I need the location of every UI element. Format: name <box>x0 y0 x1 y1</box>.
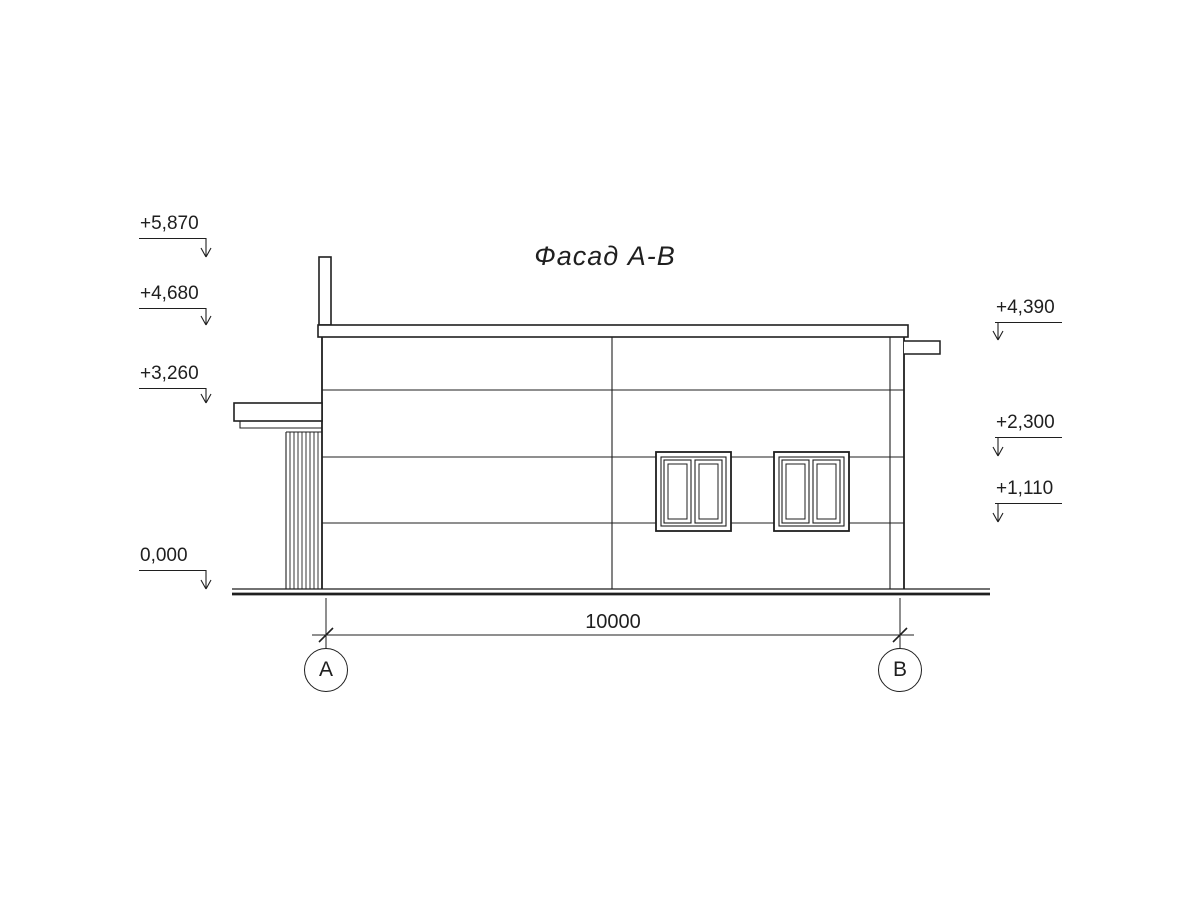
canopy <box>233 402 323 589</box>
drawing-title: Фасад А-В <box>534 241 676 271</box>
level-arrow-icon <box>992 322 1004 341</box>
elevation-mark-4680: +4,680 <box>139 283 206 309</box>
window-1 <box>655 451 732 532</box>
elevation-mark-2300: +2,300 <box>995 412 1062 438</box>
level-arrow-icon <box>200 308 212 326</box>
building-outline <box>317 256 941 589</box>
parapet-band <box>317 324 909 338</box>
elevation-mark-label: +2,300 <box>996 412 1055 433</box>
level-arrow-icon <box>992 503 1004 523</box>
elevation-mark-0000: 0,000 <box>139 545 206 571</box>
elevation-mark-3260: +3,260 <box>139 363 206 389</box>
dimension-line <box>312 598 914 651</box>
chimney <box>318 256 332 326</box>
level-arrow-icon <box>200 570 212 590</box>
axis-marker-a: А <box>304 648 348 692</box>
elevation-mark-4390: +4,390 <box>995 297 1062 323</box>
elevation-mark-label: +1,110 <box>996 478 1054 499</box>
elevation-mark-5870: +5,870 <box>139 213 206 239</box>
axis-marker-b: В <box>878 648 922 692</box>
canopy-slab <box>233 402 323 422</box>
overall-dimension-value: 10000 <box>585 611 641 633</box>
dimension-tick-icon <box>318 627 908 643</box>
elevation-mark-label: +3,260 <box>140 363 199 384</box>
level-arrow-icon <box>200 238 212 258</box>
level-arrow-icon <box>200 388 212 404</box>
ground-line <box>232 588 990 596</box>
elevation-mark-label: 0,000 <box>140 545 188 566</box>
elevation-mark-label: +4,390 <box>996 297 1055 318</box>
window-2 <box>773 451 850 532</box>
level-arrow-icons-left <box>200 238 212 590</box>
scupper <box>904 340 941 355</box>
clad-strip-outline <box>285 431 322 589</box>
level-arrow-icons-right <box>992 322 1004 523</box>
elevation-mark-label: +4,680 <box>140 283 199 304</box>
elevation-mark-label: +5,870 <box>140 213 199 234</box>
level-arrow-icon <box>992 437 1004 457</box>
canopy-fascia <box>239 421 322 429</box>
elevation-mark-1110: +1,110 <box>995 478 1062 504</box>
clad-strip-hatch <box>289 432 319 589</box>
